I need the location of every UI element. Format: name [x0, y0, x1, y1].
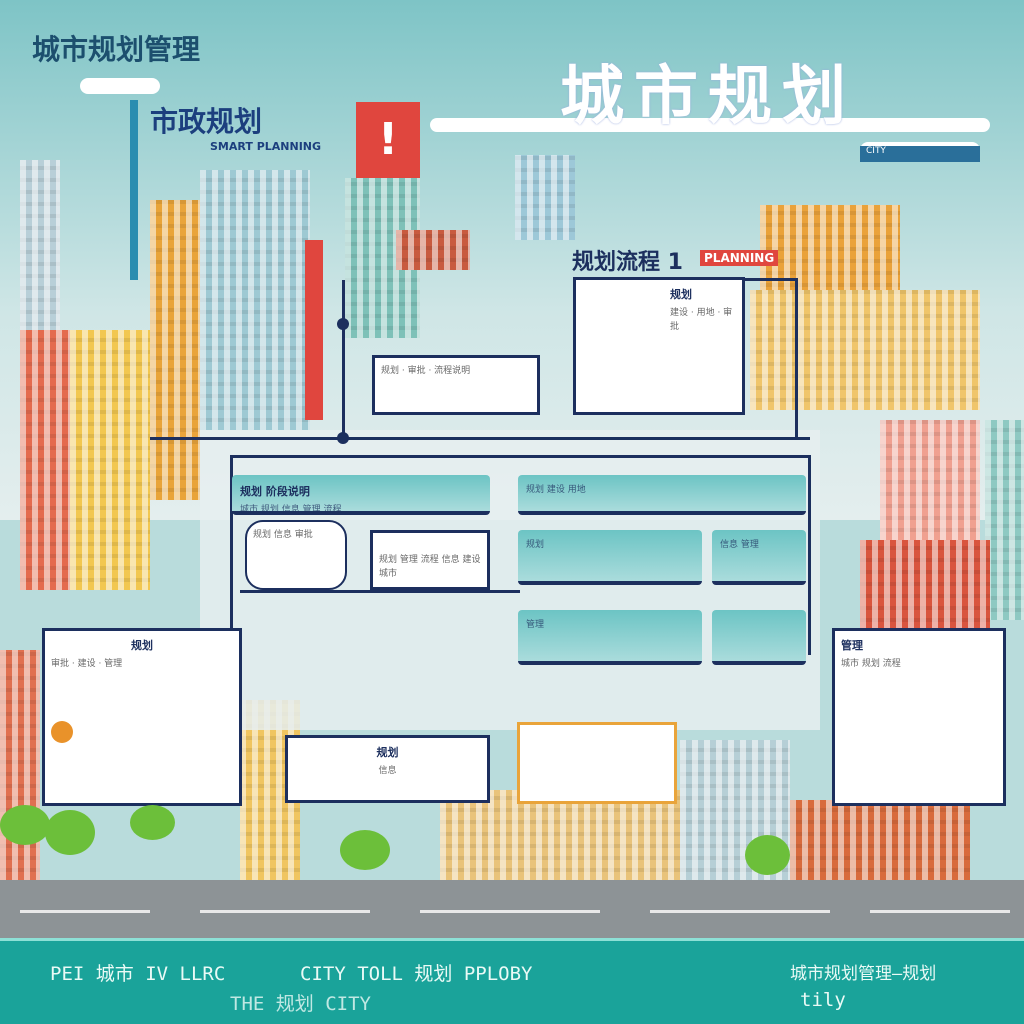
panel-title: 规划 [670, 288, 692, 301]
cloud [80, 78, 160, 94]
tree [745, 835, 790, 875]
flow-panel[interactable]: 信息 管理 [712, 530, 806, 585]
node-dot [337, 318, 349, 330]
panel-title: 规划 [131, 639, 153, 652]
flow-panel[interactable]: 规划 建设 · 用地 · 审批 [573, 277, 745, 415]
panel-title: 管理 [841, 639, 863, 652]
connector-line [342, 280, 345, 440]
panel-text: 信息 管理 [720, 540, 759, 550]
sign-caption: SMART PLANNING [210, 140, 322, 153]
flow-panel[interactable]: 管理 [518, 610, 702, 665]
building [0, 650, 40, 880]
footer-text-middle-2: THE 规划 CITY [230, 993, 371, 1015]
footer-text-middle: CITY TOLL 规划 PPLOBY [300, 963, 533, 985]
panel-text: 城市 规划 信息 管理 流程 [240, 505, 342, 515]
footer-text-right: 城市规划管理—规划 [790, 964, 937, 984]
diagram-tag: PLANNING [700, 250, 779, 266]
flow-panel[interactable]: 规划 信息 审批 [245, 520, 347, 590]
building [750, 290, 980, 410]
flow-panel[interactable]: 规划 信息 [285, 735, 490, 803]
panel-title: 规划 阶段说明 [240, 485, 310, 498]
lane-marking [650, 910, 830, 913]
building [305, 240, 323, 420]
flow-panel[interactable] [712, 610, 806, 665]
footer-banner: PEI 城市 IV LLRC CITY TOLL 规划 PPLOBY 城市规划管… [0, 938, 1024, 1024]
panel-text: 城市 规划 流程 [841, 659, 901, 669]
diagram-title: 规划流程 1 [572, 250, 683, 275]
sign-title: 市政规划 [150, 105, 263, 138]
panel-text: 规划 信息 审批 [253, 530, 313, 540]
building [200, 170, 310, 430]
coin-icon [51, 721, 73, 743]
flow-panel[interactable]: 规划 · 审批 · 流程说明 [372, 355, 540, 415]
building [760, 205, 900, 295]
panel-title: 规划 [376, 746, 399, 759]
tree [340, 830, 390, 870]
building [150, 200, 200, 500]
building [70, 330, 150, 590]
building [20, 330, 70, 590]
panel-text: 规划 [526, 540, 545, 550]
lane-marking [870, 910, 1010, 913]
flow-panel[interactable] [517, 722, 677, 804]
connector-line [150, 437, 810, 440]
footer-text-right-2: tily [800, 989, 846, 1011]
tree [0, 805, 50, 845]
footer-text-left: PEI 城市 IV LLRC [50, 963, 226, 985]
top-left-title: 城市规划管理 [32, 33, 201, 66]
panel-text: 规划 · 审批 · 流程说明 [381, 366, 471, 376]
connector-line [795, 278, 798, 438]
exclamation-icon: ! [356, 102, 420, 178]
panel-text: 规划 管理 流程 信息 建设 城市 [379, 555, 481, 579]
building [790, 800, 970, 880]
connector-line [240, 590, 520, 593]
connector-line [230, 455, 810, 458]
connector-line [230, 455, 233, 635]
node-dot [337, 432, 349, 444]
sign-pole [130, 100, 138, 280]
building [860, 540, 990, 630]
lane-marking [20, 910, 150, 913]
connector-line [808, 455, 811, 655]
lane-marking [420, 910, 600, 913]
panel-text: 管理 [526, 620, 545, 630]
road [0, 880, 1024, 938]
tree [45, 810, 95, 855]
panel-text: 信息 [378, 766, 397, 776]
flow-panel[interactable]: 规划 建设 用地 [518, 475, 806, 515]
building [985, 420, 1024, 620]
panel-text: 审批 · 建设 · 管理 [51, 659, 123, 669]
building [515, 155, 575, 240]
flow-panel[interactable]: 规划 审批 · 建设 · 管理 [42, 628, 242, 806]
right-banner: CITY [860, 146, 980, 162]
cloud [430, 118, 990, 132]
building [440, 790, 680, 880]
flow-panel[interactable]: 管理 城市 规划 流程 [832, 628, 1006, 806]
flow-panel[interactable]: 规划 阶段说明 城市 规划 信息 管理 流程 [232, 475, 490, 515]
lane-marking [200, 910, 370, 913]
building [396, 230, 470, 270]
panel-text: 建设 · 用地 · 审批 [670, 308, 733, 332]
tree [130, 805, 175, 840]
main-title: 城市规划 [560, 60, 856, 134]
flow-panel[interactable]: 规划 [518, 530, 702, 585]
panel-text: 规划 建设 用地 [526, 485, 586, 495]
flow-panel[interactable]: 规划 管理 流程 信息 建设 城市 [370, 530, 490, 590]
